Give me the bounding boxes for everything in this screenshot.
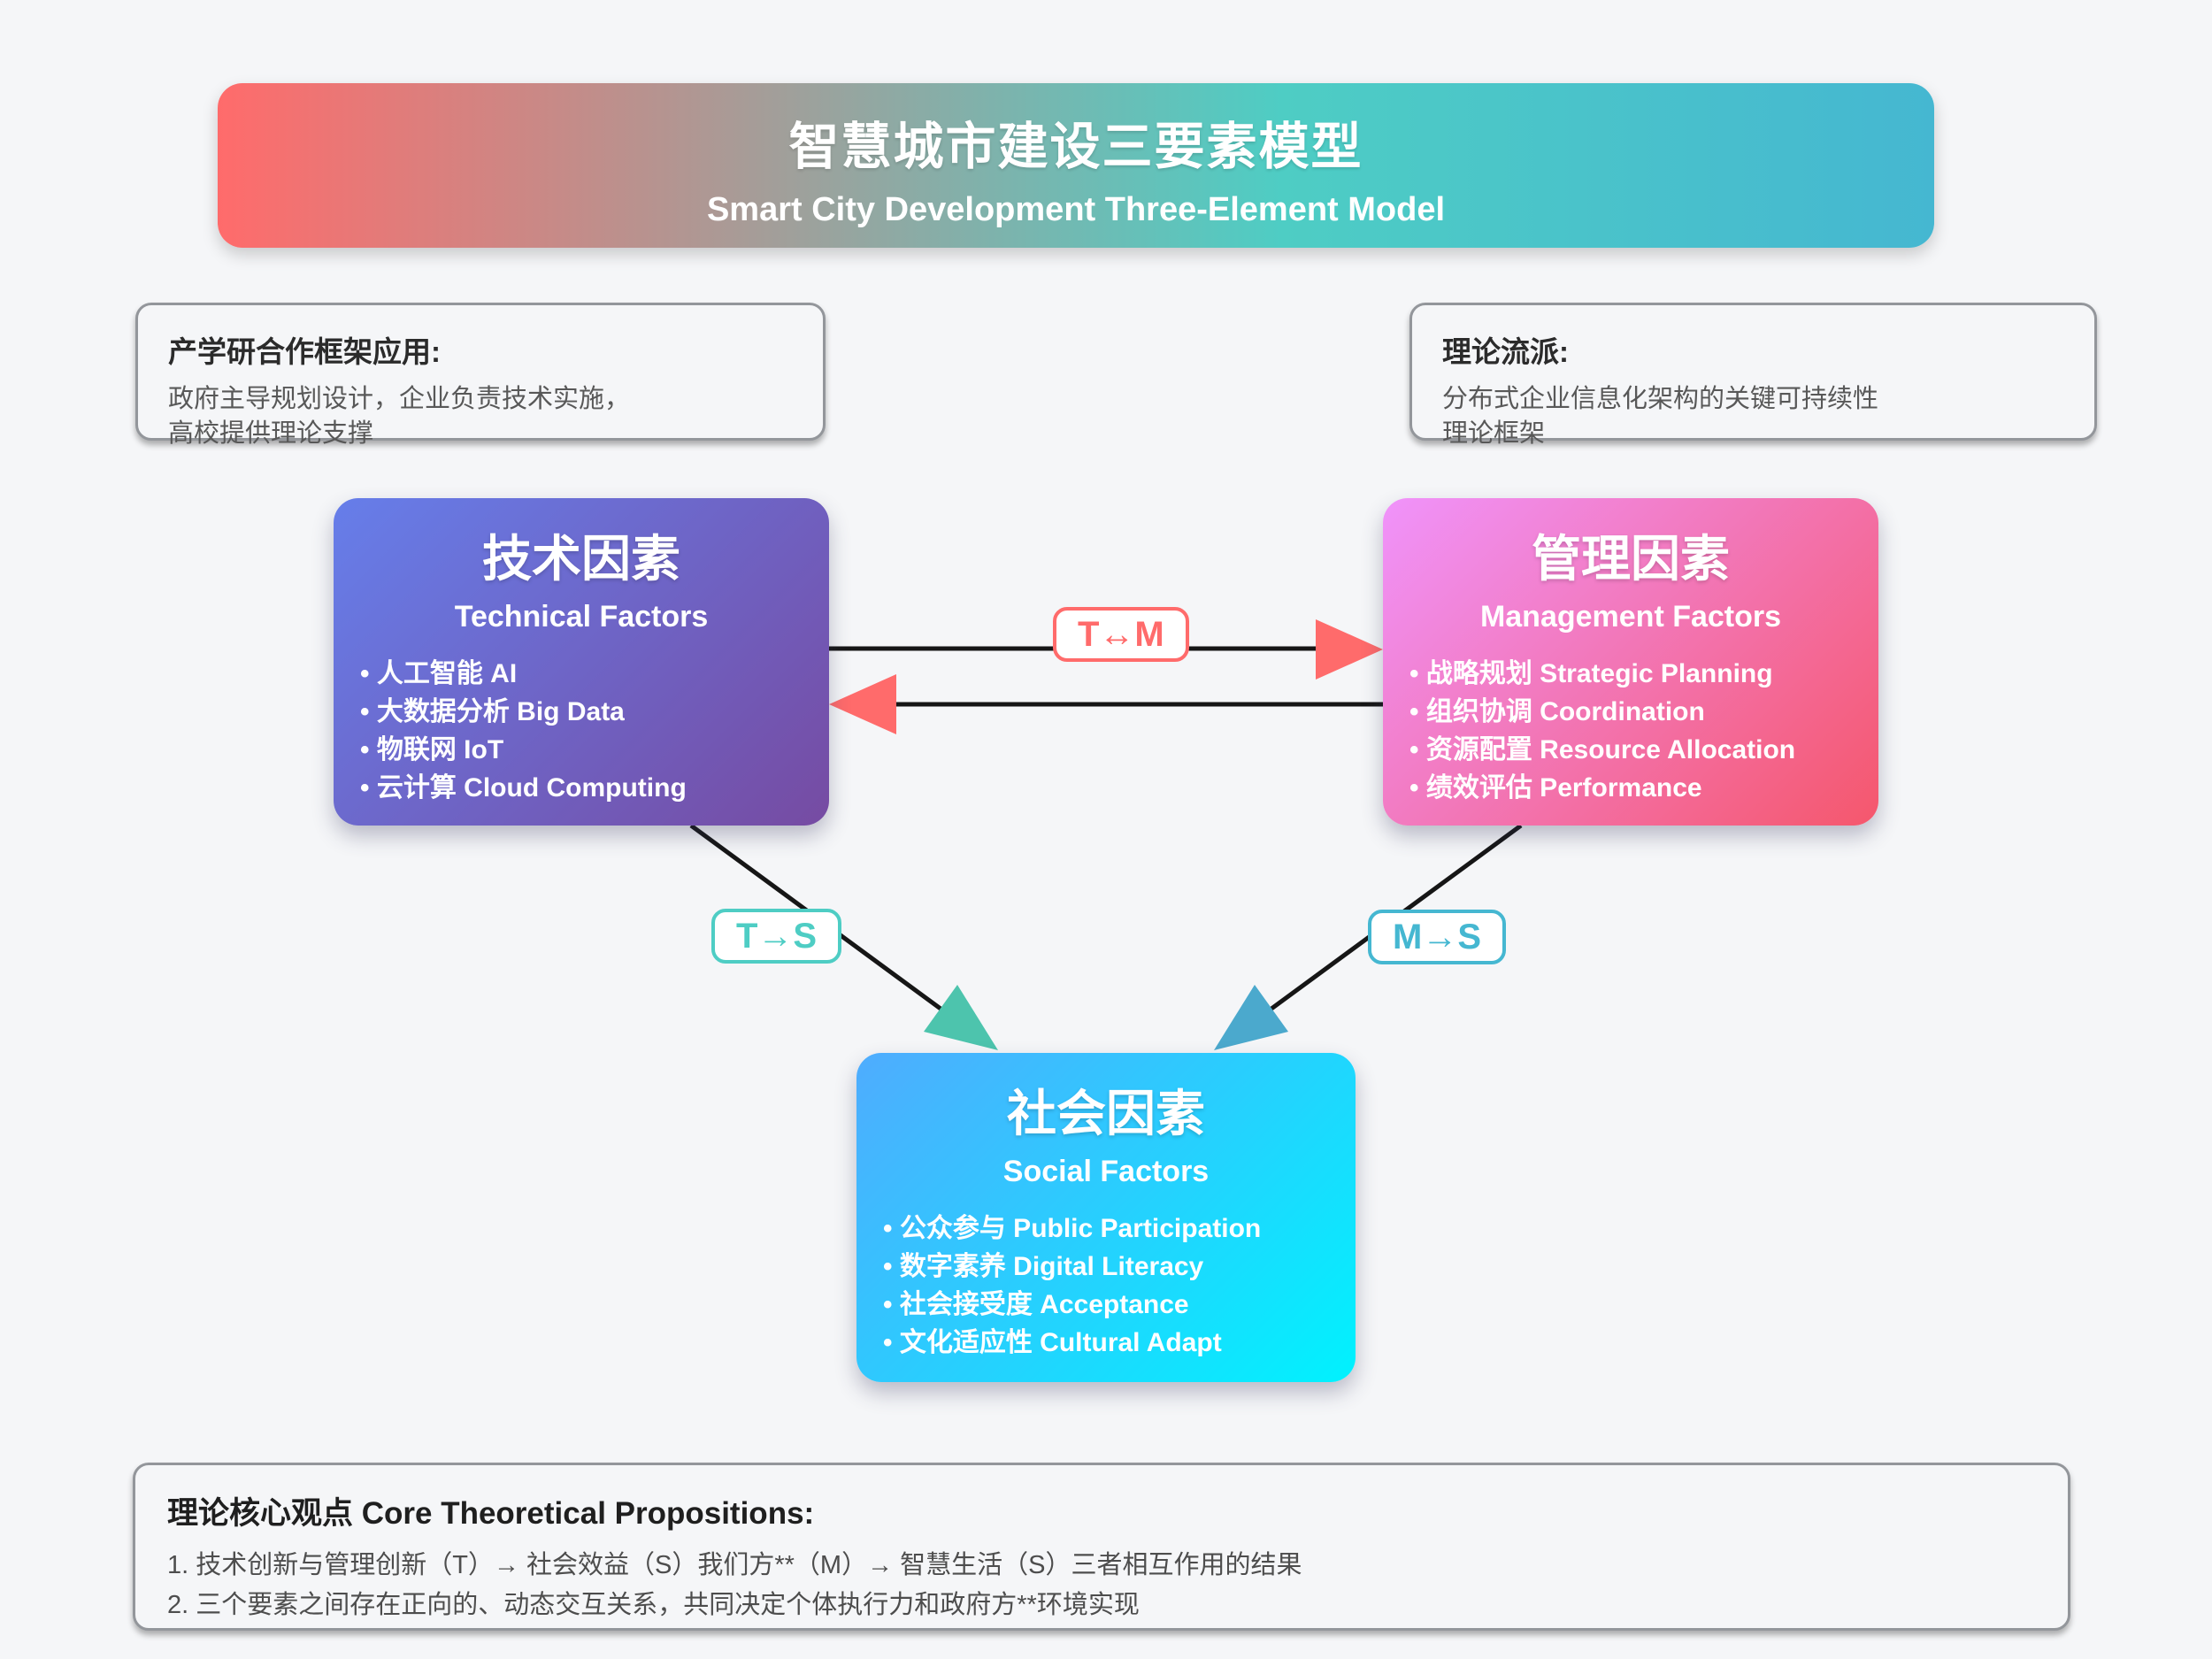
note-framework-application: 产学研合作框架应用: 政府主导规划设计，企业负责技术实施， 高校提供理论支撑 (135, 303, 826, 448)
list-item: 资源配置 Resource Allocation (1409, 732, 1866, 770)
node-title: 管理因素 (1532, 531, 1730, 587)
proposition-item: 2. 三个要素之间存在正向的、动态交互关系，共同决定个体执行力和政府方**环境实… (167, 1590, 1140, 1619)
edge-label-ts: T→S (711, 909, 842, 964)
list-item: 公众参与 Public Participation (883, 1210, 1343, 1248)
node-management-factors: 管理因素 Management Factors 战略规划 Strategic P… (1383, 498, 1878, 826)
propositions-title: 理论核心观点 Core Theoretical Propositions: (167, 1496, 815, 1531)
node-item-list: 人工智能 AI 大数据分析 Big Data 物联网 IoT 云计算 Cloud… (334, 656, 829, 808)
edge-tm-forward-arrowhead (1316, 619, 1383, 680)
note-title: 理论流派: (1442, 335, 1569, 368)
note-line: 理论框架 (1442, 419, 1546, 449)
node-subtitle: Management Factors (1479, 600, 1782, 634)
node-title: 技术因素 (482, 531, 680, 587)
node-subtitle: Social Factors (1002, 1155, 1210, 1188)
node-title: 社会因素 (1007, 1086, 1205, 1141)
node-item-list: 战略规划 Strategic Planning 组织协调 Coordinatio… (1383, 656, 1878, 808)
page-title: 智慧城市建设三要素模型 (788, 119, 1363, 175)
header-banner: 智慧城市建设三要素模型 Smart City Development Three… (218, 83, 1934, 248)
edge-label-ms: M→S (1368, 910, 1506, 964)
list-item: 战略规划 Strategic Planning (1409, 656, 1866, 694)
node-social-factors: 社会因素 Social Factors 公众参与 Public Particip… (856, 1053, 1356, 1382)
list-item: 人工智能 AI (360, 656, 817, 694)
list-item: 社会接受度 Acceptance (883, 1286, 1343, 1325)
edge-tm-backward-arrowhead (829, 674, 896, 734)
node-subtitle: Technical Factors (454, 600, 709, 634)
note-line: 高校提供理论支撑 (168, 419, 374, 449)
note-line: 政府主导规划设计，企业负责技术实施， (168, 385, 631, 413)
note-title: 产学研合作框架应用: (168, 335, 441, 368)
list-item: 文化适应性 Cultural Adapt (883, 1325, 1343, 1363)
node-item-list: 公众参与 Public Participation 数字素养 Digital L… (856, 1210, 1356, 1363)
list-item: 数字素养 Digital Literacy (883, 1248, 1343, 1286)
note-line: 分布式企业信息化架构的关键可持续性 (1442, 385, 1879, 413)
core-propositions-box: 理论核心观点 Core Theoretical Propositions: 1.… (133, 1463, 2070, 1631)
list-item: 绩效评估 Performance (1409, 770, 1866, 808)
proposition-item: 1. 技术创新与管理创新（T）→ 社会效益（S）我们方**（M）→ 智慧生活（S… (167, 1551, 1302, 1579)
node-technical-factors: 技术因素 Technical Factors 人工智能 AI 大数据分析 Big… (334, 498, 829, 826)
edge-ms-arrowhead (1214, 985, 1288, 1050)
list-item: 大数据分析 Big Data (360, 694, 817, 732)
edge-ts-arrowhead (924, 985, 998, 1050)
edge-label-tm: T↔M (1053, 607, 1189, 662)
list-item: 云计算 Cloud Computing (360, 770, 817, 808)
list-item: 物联网 IoT (360, 732, 817, 770)
note-theoretical-school: 理论流派: 分布式企业信息化架构的关键可持续性 理论框架 (1409, 303, 2097, 448)
list-item: 组织协调 Coordination (1409, 694, 1866, 732)
page-subtitle: Smart City Development Three-Element Mod… (706, 191, 1446, 228)
